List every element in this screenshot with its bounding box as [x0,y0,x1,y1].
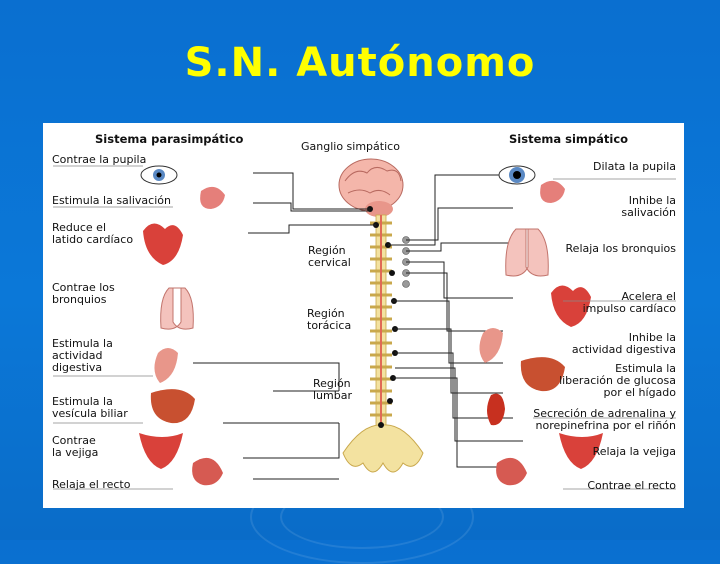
symp-effect-bronchi: Relaja los bronquios [565,242,676,255]
symp-effect-heart: Acelera el impulso cardíaco [582,290,676,315]
label-leader-lines [53,165,676,490]
para-effect-bronchi: Contrae los bronquios [52,281,115,306]
symp-effect-kidney: Secreción de adrenalina y norepinefrina … [533,407,676,432]
nerve-pathways [193,172,523,480]
region-lumbar-label: Región lumbar [313,377,352,402]
sympathetic-header: Sistema simpático [509,132,629,146]
spinal-column [370,214,392,446]
symp-effect-liver: Estimula la liberación de glucosa por el… [559,362,676,399]
para-effect-gallbladder: Estimula la vesícula biliar [52,395,128,420]
para-effect-pupil: Contrae la pupila [52,153,147,166]
pelvis-illustration [342,424,424,473]
diagram-graphics [53,158,676,490]
para-effect-rectum: Relaja el recto [52,478,131,491]
para-effect-bladder: Contrae la vejiga [52,434,99,459]
symp-effect-digestion: Inhibe la actividad digestiva [571,331,676,356]
symp-effect-bladder: Relaja la vejiga [592,445,676,458]
region-thoracic-label: Región torácica [307,307,352,332]
symp-effect-pupil: Dilata la pupila [593,160,676,173]
slide-title: S.N. Autónomo [184,40,536,86]
symp-effect-rectum: Contrae el recto [587,479,676,492]
ganglion-header: Ganglio simpático [301,140,400,153]
organ-illustrations-right [479,165,603,486]
parasympathetic-header: Sistema parasimpático [95,132,244,146]
autonomic-nervous-system-diagram: Sistema parasimpático Ganglio simpático … [43,123,684,508]
para-effect-heart: Reduce el latido cardíaco [52,221,134,246]
para-effect-salivation: Estimula la salivación [52,194,171,207]
para-effect-digestion: Estimula la actividad digestiva [52,337,113,374]
organ-illustrations-left [139,165,225,486]
region-cervical-label: Región cervical [308,244,351,269]
symp-effect-salivation: Inhibe la salivación [621,194,676,219]
